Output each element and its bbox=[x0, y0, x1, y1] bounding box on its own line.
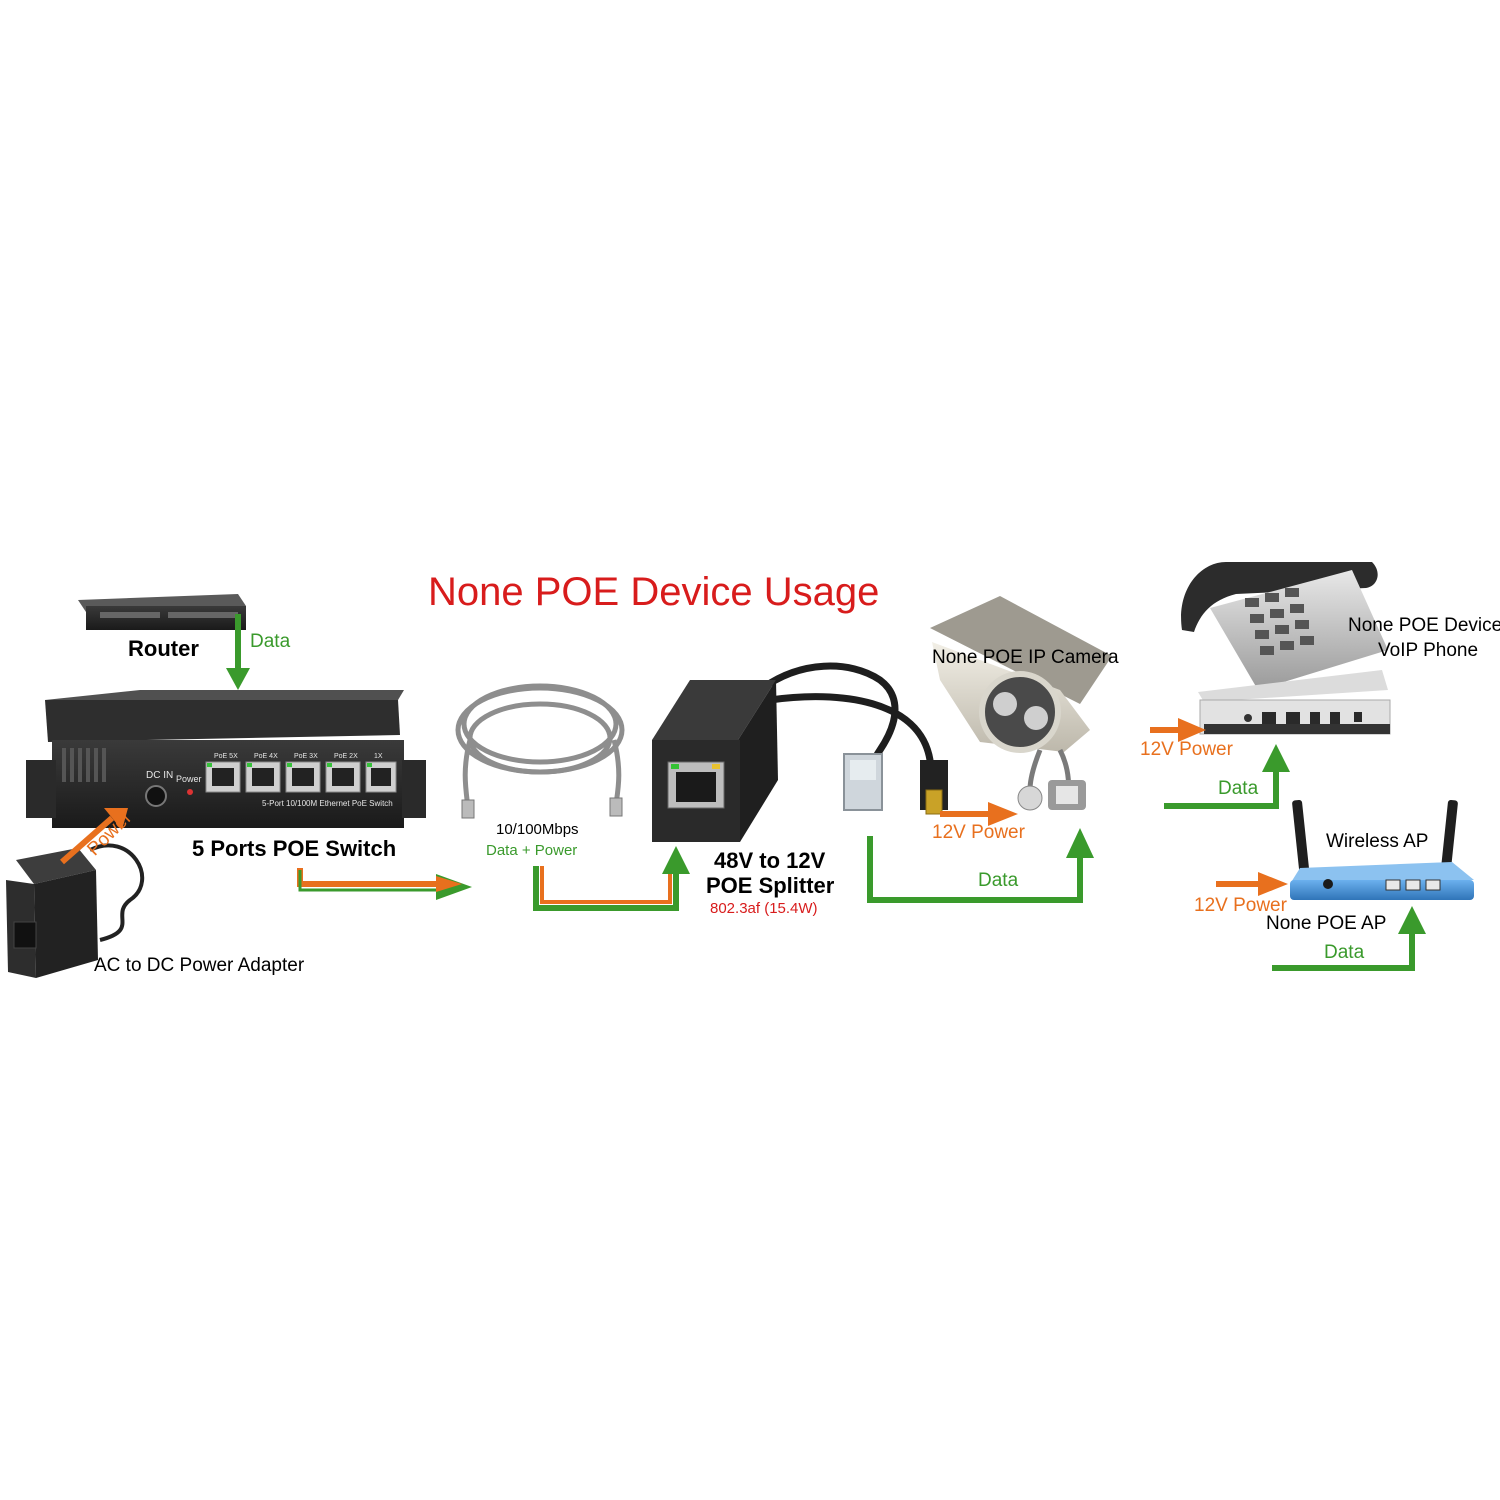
phone-power-label: 12V Power bbox=[1140, 739, 1233, 760]
camera-power-label: 12V Power bbox=[932, 822, 1025, 843]
poe-splitter-icon bbox=[652, 662, 948, 842]
switch-port-label: PoE 2X bbox=[334, 753, 358, 760]
ip-camera-icon bbox=[930, 596, 1112, 811]
arrow-adapter-power bbox=[60, 815, 114, 865]
adapter-label: AC to DC Power Adapter bbox=[94, 955, 305, 976]
poe-switch-icon bbox=[26, 690, 426, 828]
switch-port-label: PoE 4X bbox=[254, 753, 278, 760]
camera-data-label: Data bbox=[978, 870, 1019, 891]
router-icon bbox=[78, 594, 246, 630]
phone-data-label: Data bbox=[1218, 778, 1259, 799]
arrow-ap-data bbox=[1272, 932, 1415, 971]
diagram-title: None POE Device Usage bbox=[428, 570, 880, 614]
router-data-label: Data bbox=[250, 631, 291, 652]
splitter-spec-label: 802.3af (15.4W) bbox=[710, 900, 818, 917]
cable-speed-label: 10/100Mbps bbox=[496, 821, 579, 838]
switch-power-print: Power bbox=[176, 774, 202, 784]
splitter-label-line1: 48V to 12V bbox=[714, 848, 826, 873]
switch-label: 5 Ports POE Switch bbox=[192, 836, 397, 861]
ap-power-label: 12V Power bbox=[1194, 895, 1287, 916]
switch-port-label: PoE 3X bbox=[294, 753, 318, 760]
phone-label-line1: None POE Device bbox=[1348, 615, 1500, 636]
flow-arrows bbox=[60, 614, 1426, 971]
ap-data-label: Data bbox=[1324, 942, 1365, 963]
wireless-ap-icon bbox=[1290, 799, 1474, 900]
switch-port-label: 1X bbox=[374, 753, 383, 760]
arrow-phone-data bbox=[1164, 770, 1279, 809]
router-label: Router bbox=[128, 636, 199, 661]
power-adapter-icon bbox=[6, 843, 145, 978]
arrow-camera-data bbox=[867, 836, 1083, 903]
ap-label: None POE AP bbox=[1266, 913, 1387, 934]
switch-dcin-print: DC IN bbox=[146, 770, 173, 781]
ethernet-cable-icon bbox=[455, 683, 625, 809]
phone-label-line2: VoIP Phone bbox=[1378, 640, 1479, 661]
voip-phone-icon bbox=[1181, 562, 1391, 735]
switch-face-print: 5-Port 10/100M Ethernet PoE Switch bbox=[262, 799, 393, 808]
cable-data-power-label: Data + Power bbox=[486, 842, 578, 859]
switch-port-label: PoE 5X bbox=[214, 753, 238, 760]
splitter-label-line2: POE Splitter bbox=[706, 873, 835, 898]
camera-label: None POE IP Camera bbox=[932, 647, 1119, 668]
ap-device-label: Wireless AP bbox=[1326, 831, 1429, 852]
